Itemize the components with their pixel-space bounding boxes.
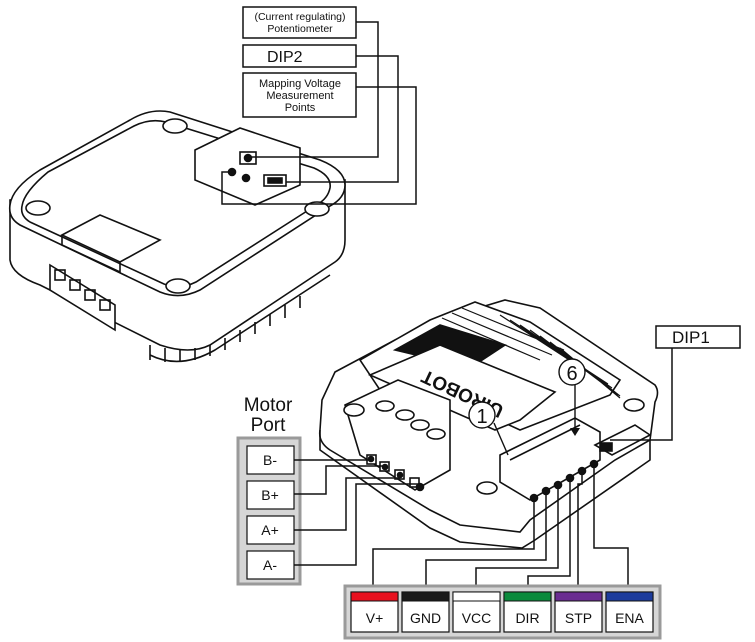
signal-pin-label: ENA xyxy=(615,610,644,626)
signal-pin-label: STP xyxy=(565,610,592,626)
top-module-illustration xyxy=(8,110,346,363)
mapping-label-line3: Points xyxy=(285,102,316,114)
potentiometer-callout: (Current regulating) Potentiometer xyxy=(242,6,357,39)
potentiometer-label-line1: (Current regulating) xyxy=(254,11,345,23)
signal-pin-label: DIR xyxy=(515,610,539,626)
motor-pin-box xyxy=(246,480,295,510)
signal-pin-label: GND xyxy=(410,610,441,626)
motor-pin-label: A- xyxy=(263,557,277,573)
motor-leader-lines xyxy=(294,459,421,566)
signal-leader-lines xyxy=(372,464,629,594)
dip2-callout: DIP2 xyxy=(242,44,357,68)
motor-port-panel: Motor Port B- B+ A+ A- xyxy=(236,395,302,586)
motor-pin-box xyxy=(246,515,295,545)
signal-pin-label: VCC xyxy=(462,610,492,626)
signal-pin-color-bar xyxy=(401,591,450,602)
potentiometer-label-line2: Potentiometer xyxy=(267,23,333,35)
dip1-label: DIP1 xyxy=(672,328,710,347)
top-leader-lines xyxy=(221,21,417,205)
mapping-voltage-callout: Mapping Voltage Measurement Points xyxy=(242,72,357,118)
signal-pin-color-bar xyxy=(554,591,603,602)
pin6-marker: 6 xyxy=(558,358,586,436)
motor-port-title-line2: Port xyxy=(251,415,287,436)
dip2-label: DIP2 xyxy=(267,49,303,66)
signal-pin-color-bar xyxy=(503,591,552,602)
signal-pin-color-bar xyxy=(350,591,399,602)
signal-pin-panel: V+ GND VCC DIR STP ENA xyxy=(343,584,662,640)
pin6-marker-label: 6 xyxy=(566,363,577,385)
signal-pin-label: V+ xyxy=(366,610,384,626)
mapping-label-line2: Measurement xyxy=(266,90,333,102)
motor-pin-label: B- xyxy=(263,452,277,468)
motor-pin-box xyxy=(246,445,295,475)
dip1-callout: DIP1 xyxy=(610,325,741,441)
motor-port-title-line1: Motor xyxy=(244,395,293,416)
motor-pin-label: A+ xyxy=(261,522,279,538)
motor-pin-box xyxy=(246,550,295,580)
signal-pin-color-bar xyxy=(605,591,654,602)
signal-pin-color-bar xyxy=(452,591,501,602)
pin1-marker: 1 xyxy=(468,401,509,456)
mapping-label-line1: Mapping Voltage xyxy=(259,78,341,90)
motor-pin-label: B+ xyxy=(261,487,279,503)
pin1-marker-label: 1 xyxy=(476,406,487,428)
